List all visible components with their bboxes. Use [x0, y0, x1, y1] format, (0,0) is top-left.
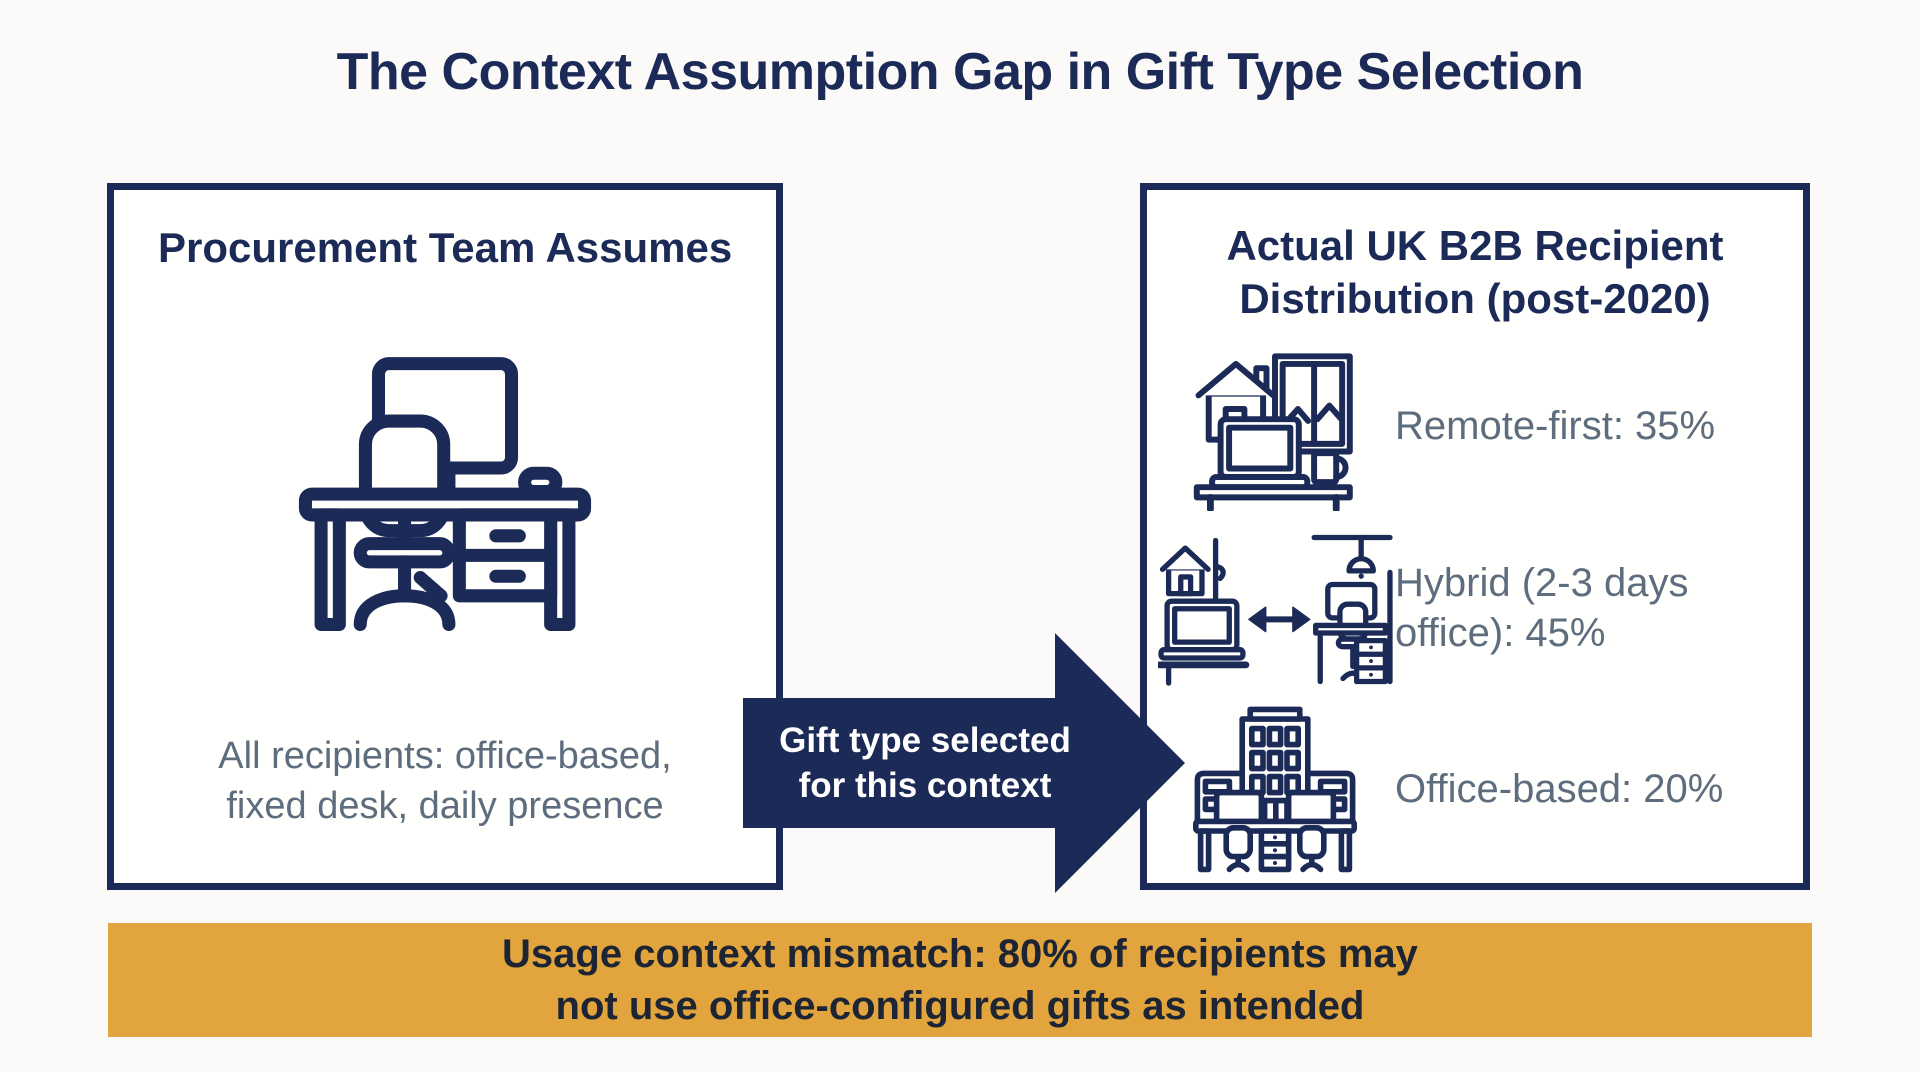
distribution-panel-title: Actual UK B2B Recipient Distribution (po…: [1147, 220, 1803, 325]
flow-arrow: Gift type selected for this context: [743, 633, 1185, 893]
distribution-row-remote: Remote-first: 35%: [1155, 335, 1795, 517]
distribution-row-office: Office-based: 20%: [1155, 698, 1795, 880]
assumption-panel-caption: All recipients: office-based, fixed desk…: [114, 731, 776, 831]
caption-line: All recipients: office-based,: [218, 734, 672, 777]
distribution-panel: Actual UK B2B Recipient Distribution (po…: [1140, 183, 1810, 890]
mismatch-banner: Usage context mismatch: 80% of recipient…: [108, 923, 1812, 1037]
distribution-rows: Remote-first: 35%: [1155, 335, 1795, 880]
assumption-panel: Procurement Team Assumes: [107, 183, 783, 890]
hybrid-work-icon: [1155, 528, 1395, 688]
flow-arrow-shape: [743, 633, 1185, 893]
remote-home-icon: [1155, 341, 1395, 511]
flow-arrow-label-line: Gift type selected: [779, 720, 1071, 760]
distribution-title-line: Distribution (post-2020): [1239, 274, 1711, 322]
office-building-icon: [1155, 703, 1395, 875]
distribution-row-label: Remote-first: 35%: [1395, 403, 1716, 448]
caption-line: fixed desk, daily presence: [226, 784, 664, 827]
assumption-panel-title: Procurement Team Assumes: [158, 224, 733, 271]
distribution-row-label: Hybrid (2-3 days office): 45%: [1395, 560, 1689, 655]
flow-arrow-label-line: for this context: [798, 766, 1052, 805]
distribution-row-label: Office-based: 20%: [1395, 767, 1724, 812]
flow-arrow-label: Gift type selected for this context: [747, 698, 1103, 828]
mismatch-banner-line: not use office-configured gifts as inten…: [555, 984, 1365, 1028]
desk-workstation-icon: [295, 348, 595, 653]
page-title: The Context Assumption Gap in Gift Type …: [336, 43, 1584, 101]
distribution-title-line: Actual UK B2B Recipient: [1226, 222, 1724, 269]
mismatch-banner-line: Usage context mismatch: 80% of recipient…: [502, 932, 1418, 976]
distribution-row-hybrid: Hybrid (2-3 days office): 45%: [1155, 517, 1795, 699]
